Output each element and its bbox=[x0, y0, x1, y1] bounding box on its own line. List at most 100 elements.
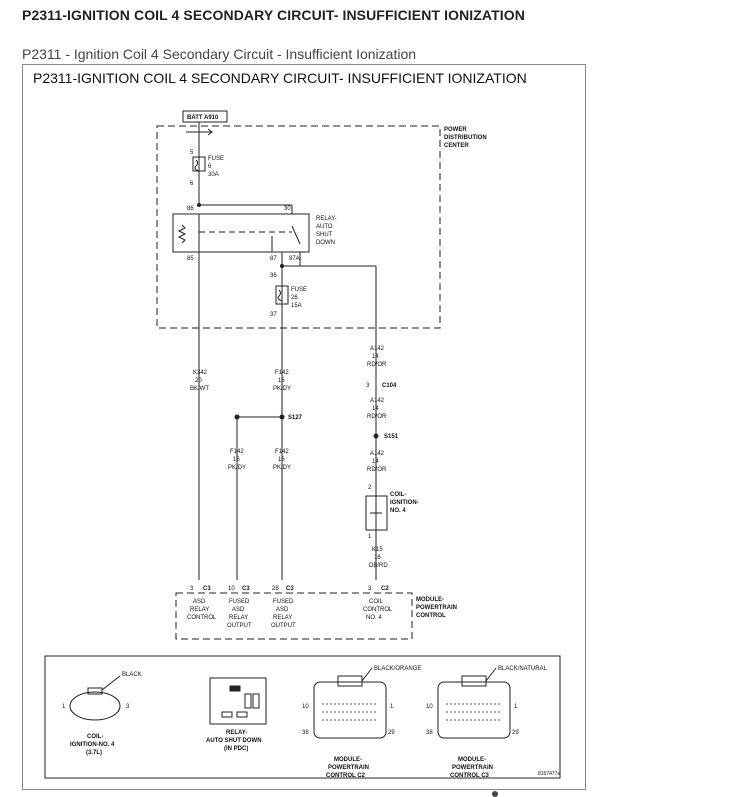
pcm-pin2-l4: OUTPUT bbox=[227, 623, 252, 629]
relay-pin-87a: 87A bbox=[289, 256, 300, 262]
scroll-indicator[interactable] bbox=[492, 791, 498, 797]
wire-a142a-2: 14 bbox=[372, 354, 379, 360]
wire-k342-1: K342 bbox=[193, 370, 208, 376]
diagram-caption: P2311 - Ignition Coil 4 Secondary Circui… bbox=[22, 46, 417, 62]
wire-f142c-2: 16 bbox=[278, 457, 285, 463]
s151-splice bbox=[373, 433, 379, 439]
relay-label-2: AUTO bbox=[316, 224, 333, 230]
pcm-pin2-l1: FUSED bbox=[229, 599, 250, 605]
pcm-pin4-num: 3 bbox=[368, 586, 372, 592]
pcm-pin1-conn: C3 bbox=[203, 586, 211, 592]
pcm-pin4-conn: C2 bbox=[381, 586, 389, 592]
pcm-c3-connector-view bbox=[437, 681, 511, 739]
diagram-frame: P2311-IGNITION COIL 4 SECONDARY CIRCUIT-… bbox=[22, 64, 586, 790]
pcm-pin4-l1: COIL bbox=[369, 599, 384, 605]
relay-label-1: RELAY- bbox=[316, 216, 337, 222]
pcm-c2-pin-tr: 1 bbox=[390, 704, 394, 710]
pcm-label-3: CONTROL bbox=[416, 613, 446, 619]
pcm-pin3-num: 28 bbox=[272, 586, 279, 592]
c104-pin: 3 bbox=[366, 383, 370, 389]
pcm-c2-view-label-3: CONTROL C2 bbox=[326, 773, 366, 779]
pdc-label-2: DISTRIBUTION bbox=[444, 135, 487, 141]
relay-pin-85: 85 bbox=[187, 256, 194, 262]
relay-pin-30: 30 bbox=[284, 206, 291, 212]
wire-f142b-3: PK/DY bbox=[228, 465, 246, 471]
pcm-outline bbox=[175, 592, 413, 640]
coil-view-pin-left: 1 bbox=[62, 704, 66, 710]
fuse26-pin-bottom: 37 bbox=[270, 312, 277, 318]
views-frame bbox=[44, 655, 561, 779]
pcm-label-1: MODULE- bbox=[416, 597, 444, 603]
pcm-pin3-l4: OUTPUT bbox=[271, 623, 296, 629]
pcm-pin2-conn: C3 bbox=[242, 586, 250, 592]
pdc-label-3: CENTER bbox=[444, 143, 469, 149]
wire-f142a-1: F142 bbox=[275, 370, 289, 376]
pcm-c3-pin-tr: 1 bbox=[514, 704, 518, 710]
coil-view-label-3: (3.7L) bbox=[86, 750, 102, 756]
pcm-c2-pin-bl: 38 bbox=[302, 730, 309, 736]
fuse26-label-1: FUSE bbox=[291, 287, 307, 293]
pcm-pin2-l3: RELAY bbox=[229, 615, 248, 621]
relay-pin-87: 87 bbox=[270, 256, 277, 262]
wire-k15-1: K15 bbox=[372, 547, 383, 553]
wire-a142b-3: RD/OR bbox=[367, 414, 387, 420]
page-heading: P2311-IGNITION COIL 4 SECONDARY CIRCUIT-… bbox=[22, 7, 525, 23]
diagram-title: P2311-IGNITION COIL 4 SECONDARY CIRCUIT-… bbox=[33, 70, 527, 86]
pcm-pin1-l2: RELAY bbox=[190, 607, 209, 613]
coil-label-1: COIL- bbox=[390, 492, 406, 498]
fuse6-label-1: FUSE bbox=[208, 156, 224, 162]
wire-a142a-3: RD/OR bbox=[367, 362, 387, 368]
pcm-pin1-l1: ASD bbox=[193, 599, 206, 605]
pcm-c3-view-label-2: POWERTRAIN bbox=[452, 765, 493, 771]
relay-view-label-2: AUTO SHUT DOWN bbox=[206, 738, 262, 744]
pcm-c3-pin-tl: 10 bbox=[426, 704, 433, 710]
relay-box bbox=[172, 213, 310, 253]
wire-f142a-3: PK/DY bbox=[273, 386, 291, 392]
coil-label-3: NO. 4 bbox=[390, 508, 406, 514]
fuse6-pin-bottom: 6 bbox=[190, 181, 194, 187]
wire-a142b-2: 14 bbox=[372, 406, 379, 412]
pcm-c2-view-label-1: MODULE- bbox=[334, 757, 362, 763]
pcm-c3-view-color: BLACK/NATURAL bbox=[498, 666, 548, 672]
wire-a142a-1: A142 bbox=[370, 346, 385, 352]
coil-label-2: IGNITION- bbox=[390, 500, 419, 506]
pcm-label-2: POWERTRAIN bbox=[416, 605, 457, 611]
fuse6-pin-top: 5 bbox=[190, 150, 194, 156]
fuse6-label-3: 30A bbox=[208, 172, 219, 178]
pcm-c3-view-label-1: MODULE- bbox=[458, 757, 486, 763]
pcm-c2-pin-br: 29 bbox=[388, 730, 395, 736]
relay-view-label-3: (IN PDC) bbox=[224, 746, 248, 752]
pcm-pin2-num: 10 bbox=[228, 586, 235, 592]
fuse26-label-2: 26 bbox=[291, 295, 298, 301]
wire-f142b-1: F142 bbox=[230, 449, 244, 455]
pcm-pin4-l3: NO. 4 bbox=[366, 615, 382, 621]
figure-id: 8167477e bbox=[538, 771, 560, 777]
c104-label: C104 bbox=[382, 383, 397, 389]
coil-pin-bottom: 1 bbox=[368, 534, 372, 540]
pcm-c3-pin-br: 29 bbox=[512, 730, 519, 736]
wire-k342-3: BK/WT bbox=[190, 386, 209, 392]
fuse6-label-2: 6 bbox=[208, 164, 212, 170]
wire-a142c-1: A142 bbox=[370, 451, 385, 457]
relay-label-3: SHUT bbox=[316, 232, 333, 238]
pcm-pin3-l3: RELAY bbox=[273, 615, 292, 621]
s151-label: S151 bbox=[384, 434, 399, 440]
coil-pin-top: 2 bbox=[368, 485, 372, 491]
pdc-label-1: POWER bbox=[444, 127, 467, 133]
relay-connector-view bbox=[209, 677, 267, 725]
wire-f142a-2: 16 bbox=[278, 378, 285, 384]
pcm-pin3-conn: C3 bbox=[286, 586, 294, 592]
relay-view-label-1: RELAY- bbox=[226, 730, 247, 736]
batt-box bbox=[182, 110, 228, 123]
pcm-pin4-l2: CONTROL bbox=[363, 607, 393, 613]
s127-label: S127 bbox=[288, 415, 303, 421]
relay-label-4: DOWN bbox=[316, 240, 335, 246]
coil-view-pin-right: 3 bbox=[126, 704, 130, 710]
batt-label: BATT A910 bbox=[187, 115, 219, 121]
s127-splice bbox=[279, 414, 285, 420]
relay-pin-86: 86 bbox=[187, 206, 194, 212]
pcm-pin1-l3: CONTROL bbox=[187, 615, 217, 621]
coil-view-label-1: COIL- bbox=[87, 734, 103, 740]
wire-f142c-1: F142 bbox=[275, 449, 289, 455]
